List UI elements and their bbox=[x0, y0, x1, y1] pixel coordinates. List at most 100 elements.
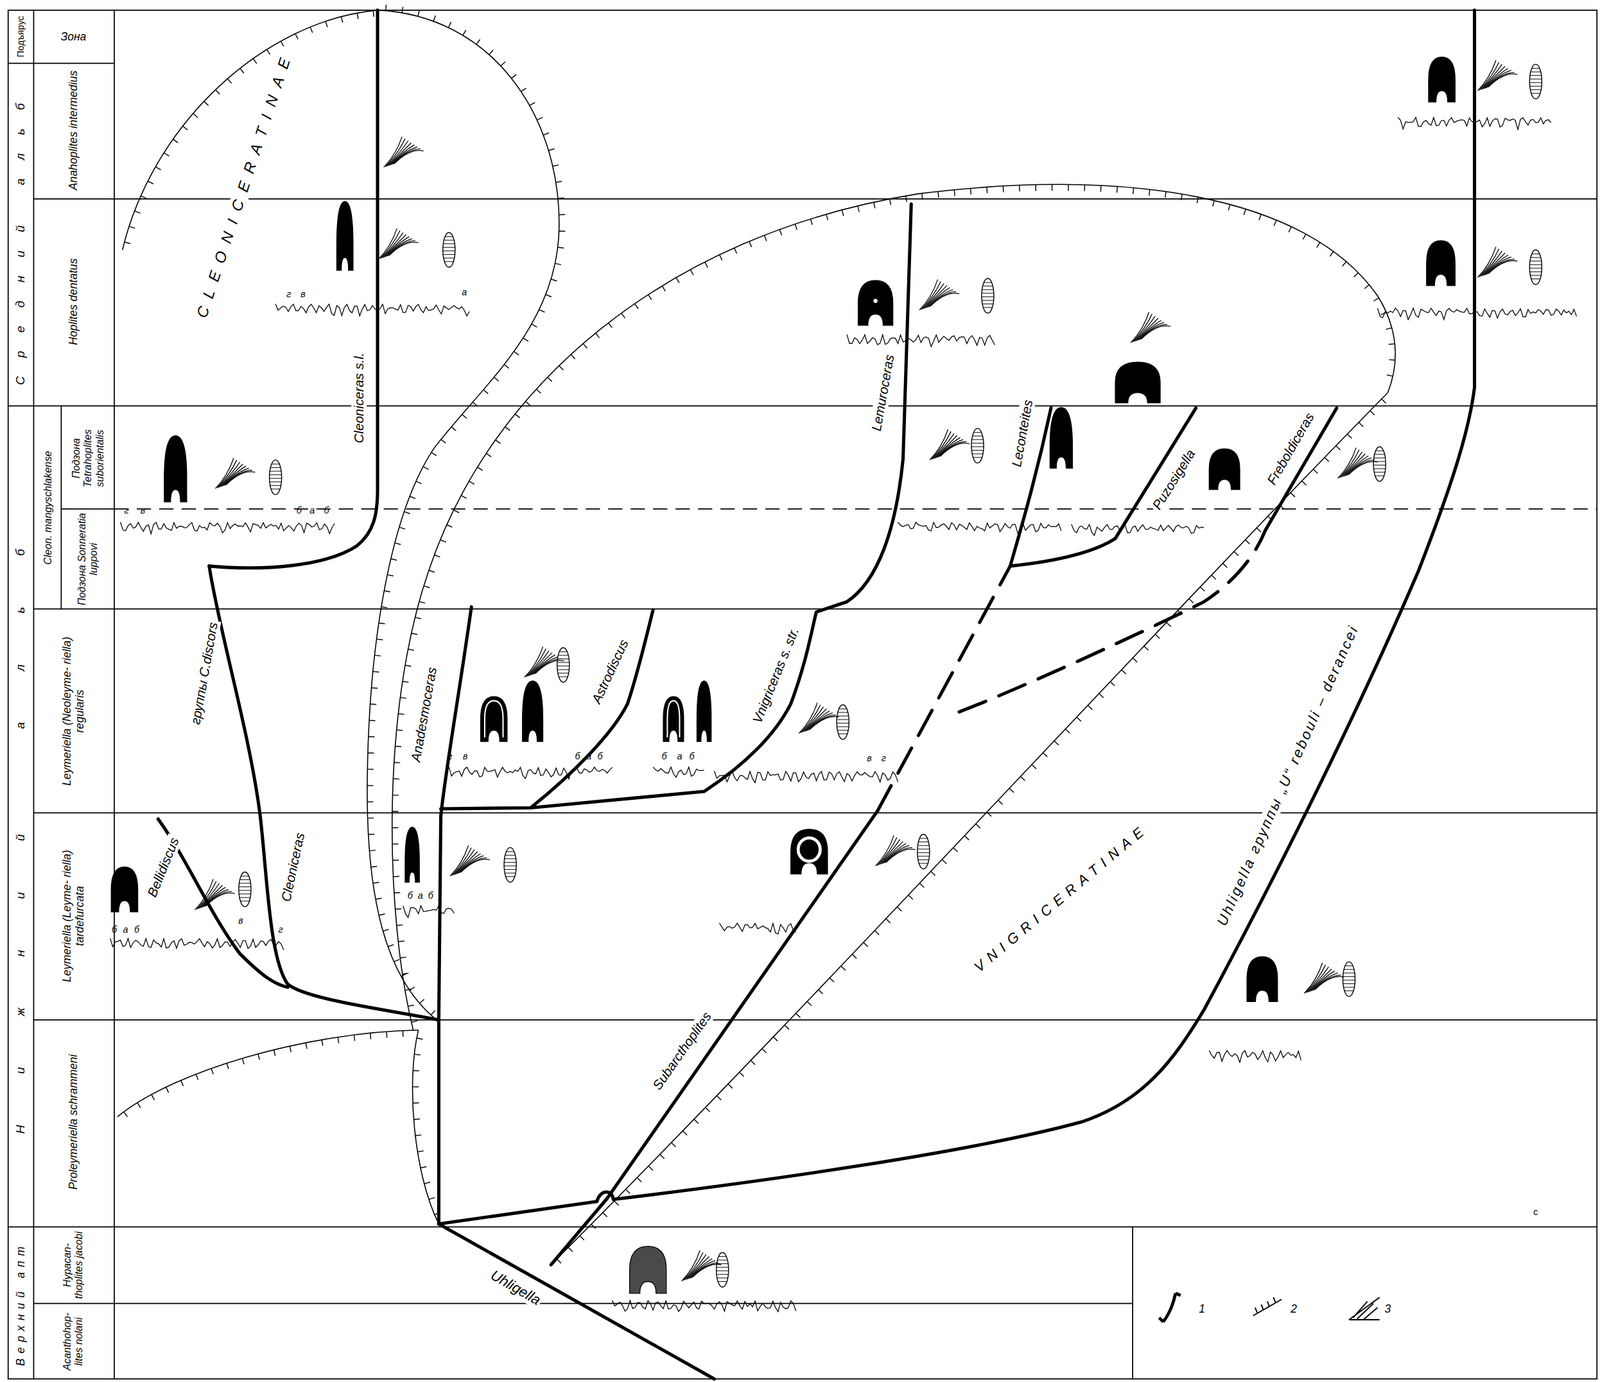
suture-line bbox=[719, 923, 796, 935]
whorl-inner-line bbox=[667, 701, 680, 738]
suture-letter: а bbox=[309, 504, 315, 515]
suture-letter: г bbox=[286, 288, 291, 299]
ventral-rib bbox=[1530, 71, 1541, 73]
ventral-rib bbox=[270, 467, 281, 469]
ventral-rib bbox=[269, 474, 282, 476]
hatch-tick bbox=[511, 74, 517, 79]
zone-label: Anahoplites intermedius bbox=[66, 69, 80, 192]
lineage-dashed bbox=[959, 530, 1266, 713]
hatch-tick bbox=[1364, 285, 1369, 289]
hatch-tick bbox=[762, 1049, 767, 1054]
ventral-rib bbox=[972, 453, 983, 455]
hatch-tick bbox=[1358, 422, 1364, 427]
suture-line bbox=[1377, 308, 1577, 320]
ventral-rib bbox=[443, 257, 455, 259]
hatch-tick bbox=[570, 354, 575, 359]
hatch-tick bbox=[163, 152, 169, 157]
hatch-tick bbox=[525, 401, 531, 406]
legend-symbol bbox=[1348, 1297, 1380, 1321]
hatch-tick bbox=[413, 1118, 420, 1120]
hatch-tick bbox=[394, 892, 401, 894]
ventral-rib bbox=[240, 900, 250, 902]
hatch-tick bbox=[529, 102, 535, 106]
ventral-rib bbox=[238, 893, 251, 895]
hatch-tick bbox=[462, 30, 467, 36]
hatch-tick bbox=[1065, 729, 1070, 734]
hatch-tick bbox=[273, 1049, 275, 1056]
rib-sketch bbox=[383, 234, 407, 258]
hatch-tick bbox=[325, 21, 328, 27]
hatch-tick bbox=[1155, 634, 1160, 639]
hatch-tick bbox=[1076, 717, 1082, 722]
ventral-rib bbox=[1345, 965, 1353, 967]
rib-sketch bbox=[219, 464, 243, 488]
hatch-tick bbox=[660, 1154, 665, 1159]
hatch-tick bbox=[227, 78, 232, 84]
hatch-tick bbox=[415, 617, 422, 619]
ventral-rib bbox=[443, 247, 456, 248]
hatch-tick bbox=[396, 924, 403, 926]
ventral-view bbox=[1373, 446, 1386, 482]
hatch-tick bbox=[469, 481, 475, 485]
hatch-tick bbox=[1200, 586, 1205, 592]
hatch-tick bbox=[462, 414, 467, 419]
suture-line bbox=[120, 522, 336, 535]
hatch-tick bbox=[1067, 184, 1070, 192]
ventral-rib bbox=[838, 733, 848, 735]
suture-letter: б bbox=[111, 924, 117, 935]
suture-letter: г bbox=[278, 924, 284, 935]
hatch-tick bbox=[369, 1033, 372, 1039]
hatch-tick bbox=[417, 10, 420, 17]
rib-sketch bbox=[940, 443, 970, 457]
hatch-tick bbox=[1245, 539, 1251, 545]
hatch-tick bbox=[970, 188, 972, 195]
hatch-tick bbox=[750, 1060, 756, 1066]
hatch-tick bbox=[690, 269, 694, 275]
hatch-tick bbox=[852, 954, 857, 960]
rib-sketch bbox=[690, 1262, 719, 1279]
hatch-tick bbox=[373, 882, 379, 884]
ventral-rib bbox=[1529, 267, 1542, 269]
hatch-tick bbox=[504, 364, 510, 369]
rib-sketch bbox=[880, 841, 904, 865]
hatch-tick bbox=[1149, 189, 1150, 196]
hatch-tick bbox=[505, 426, 511, 431]
hatch-tick bbox=[764, 235, 767, 242]
grid-line bbox=[33, 10, 35, 1380]
hatch-tick bbox=[399, 527, 406, 530]
ventral-rib bbox=[718, 1256, 727, 1258]
rib-sketch bbox=[226, 471, 255, 486]
hatch-tick bbox=[392, 810, 399, 813]
taxon-label: Bellidiscus bbox=[143, 833, 183, 901]
rib-sketch bbox=[1314, 976, 1344, 991]
lineages bbox=[157, 10, 1475, 1380]
hatch-tick bbox=[387, 945, 394, 948]
hatch-tick bbox=[873, 202, 876, 209]
ventral-rib bbox=[919, 838, 928, 840]
ventral-rib bbox=[444, 261, 454, 262]
hatch-tick bbox=[1177, 610, 1183, 616]
rib-sketch bbox=[1141, 326, 1171, 340]
hatch-tick bbox=[411, 633, 418, 635]
hatch-tick bbox=[634, 303, 639, 309]
hatch-tick bbox=[137, 1103, 141, 1109]
hatch-tick bbox=[204, 101, 209, 106]
whorl-section bbox=[164, 435, 187, 503]
ventral-rib bbox=[716, 1270, 729, 1272]
whorl-section bbox=[1049, 407, 1073, 469]
hatch-tick bbox=[807, 1001, 812, 1007]
rib-sketch bbox=[224, 469, 253, 486]
hatch-tick bbox=[400, 957, 406, 958]
rib-sketch bbox=[454, 852, 478, 876]
suture-letter: а bbox=[461, 286, 467, 297]
hatch-tick bbox=[539, 309, 546, 313]
hatch-tick bbox=[477, 467, 483, 471]
ventral-rib bbox=[557, 669, 569, 671]
hatch-tick bbox=[1116, 186, 1118, 194]
legend-number: 2 bbox=[1290, 1302, 1297, 1316]
hatch-tick bbox=[451, 426, 456, 431]
hatch-tick bbox=[1222, 563, 1227, 569]
hatch-tick bbox=[896, 907, 902, 912]
grid-line bbox=[8, 62, 115, 65]
